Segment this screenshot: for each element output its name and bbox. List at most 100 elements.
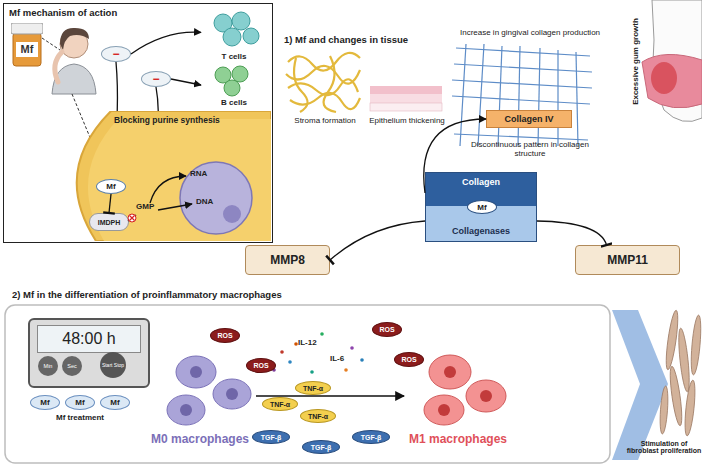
dot [288,360,292,364]
fiber [288,53,360,71]
m0-macrophages [167,356,251,425]
label-text: IL-6 [330,354,344,363]
cytokine-oval: TNF-α [262,397,298,411]
cell-nucleus [480,390,492,402]
node-text: ROS [217,332,232,339]
epithelium-layers [370,86,442,111]
pathway-line [128,215,136,221]
ros-oval: ROS [394,352,424,367]
node-text: B cells [201,98,267,107]
block-symbol [128,214,136,222]
dot [280,350,284,354]
node-text: Mf [11,43,43,55]
label-text: Discontinuous pattern in collagen struct… [465,140,595,158]
dot [350,346,354,350]
label-text: Mf treatment [30,413,130,422]
t-cell-cluster: T cells [201,9,267,61]
fibroblast-cell [659,386,669,434]
connector [537,221,607,245]
node-text: Mf mechanism of action [9,7,117,18]
epithelium-layer [370,86,442,94]
fibroblast-cell [664,310,680,371]
label-text: Increase in gingival collagen production [452,28,608,37]
pill-bottle: Mf [11,23,43,67]
epithelium-layer [370,94,442,103]
b-cell-cluster: B cells [201,63,267,107]
fibroblast-cell [668,366,684,427]
node-text: Mf [110,398,119,407]
macrophage-cell [466,380,506,412]
node-text: Collagenases [426,226,536,236]
gum-shape [642,54,702,107]
node-text: Sec [67,363,76,369]
node-text: TNF-α [308,413,328,420]
node-text: Mf [477,203,486,212]
ros-oval: ROS [210,328,240,343]
mesh-line [452,80,592,88]
person-figure [52,28,96,94]
timer-button: Start Stop [100,352,126,378]
ros-oval: ROS [372,322,402,337]
label-text: 1) Mf and changes in tissue [284,34,408,45]
enzyme-shape: IMDPH [89,213,129,231]
stroma-fibers [286,53,360,112]
macrophage-cell [167,395,205,425]
timer-device: 48:00 hMinSecStart Stop [28,318,150,388]
fiber [286,66,360,84]
connector [424,119,486,193]
inhibition-oval: − [141,71,171,87]
mesh-line [557,50,558,146]
label-text: Stroma formation [284,116,366,125]
cytokine-oval: TNF-α [300,409,336,423]
mesh-line [518,46,520,146]
macrophage-cell [429,355,471,389]
timer-button: Min [38,356,58,376]
macrophage-cell [424,395,464,425]
node-text: Start Stop [102,362,124,368]
mesh-line [456,48,590,56]
node-text: Mf [106,182,115,191]
connector [109,194,111,213]
node-text: IMDPH [98,219,121,226]
node-text: Blocking purine synthesis [114,115,220,125]
node-text: Min [44,363,53,369]
cell-nucleus [180,162,252,234]
mesh-line [454,134,588,140]
node-text: Mf [40,398,49,407]
collagen-mesh [452,44,592,146]
connector [330,221,425,260]
cytokine-oval: TGF-β [352,430,390,444]
fibroblast-cell [689,315,702,375]
person-arm [55,52,62,82]
dot [294,342,298,346]
cytokine-oval: TGF-β [252,430,290,444]
node-text: − [152,73,159,85]
section-frame [5,305,610,463]
dot [360,358,364,362]
cell-nucleus [444,366,456,378]
dot [320,332,324,336]
node-text: TNF-α [303,385,323,392]
tooth-illustration [642,0,702,122]
epithelium-layer [370,103,442,111]
macrophage-cell [213,379,251,409]
mesh-line [460,44,466,146]
cell-nucleus [438,404,450,416]
ros-oval: ROS [246,358,276,373]
label-text: M1 macrophages [406,432,510,446]
node-text: MMP11 [607,253,648,267]
mesh-line [498,46,502,146]
mesh-line [454,64,592,72]
drug-oval: Mf [100,395,130,410]
timer-button: Sec [62,356,82,376]
macrophage-cell [176,356,216,388]
drug-oval: Mf [65,395,95,410]
label-text: Stimulation of fibroblast proliferation [626,440,702,454]
mesh-line [538,48,540,146]
collagen-collagenase-box: CollagenCollagenasesMf [425,172,537,242]
cytokine-oval: TGF-β [302,440,340,454]
node-text: TGF-β [311,444,332,451]
fibroblasts [659,310,702,437]
dot [310,370,314,374]
